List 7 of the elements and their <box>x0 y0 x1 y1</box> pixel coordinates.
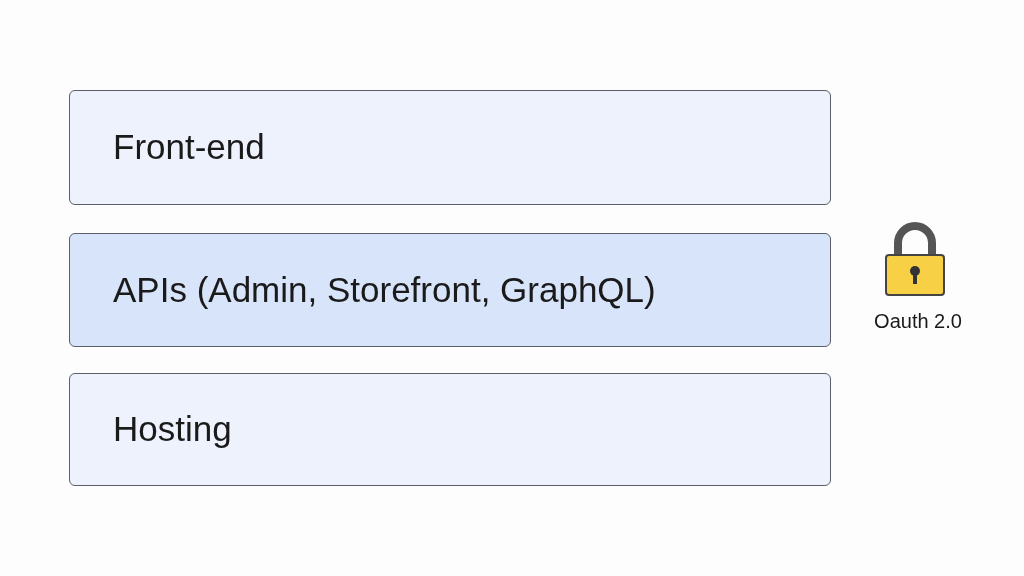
layer-box <box>69 90 831 205</box>
layer-box <box>69 373 831 486</box>
auth-caption: Oauth 2.0 <box>873 309 963 334</box>
layer-box <box>69 233 831 347</box>
layer-label: APIs (Admin, Storefront, GraphQL) <box>113 268 656 311</box>
layer-label: Hosting <box>113 408 232 451</box>
layer-label: Front-end <box>113 126 265 169</box>
